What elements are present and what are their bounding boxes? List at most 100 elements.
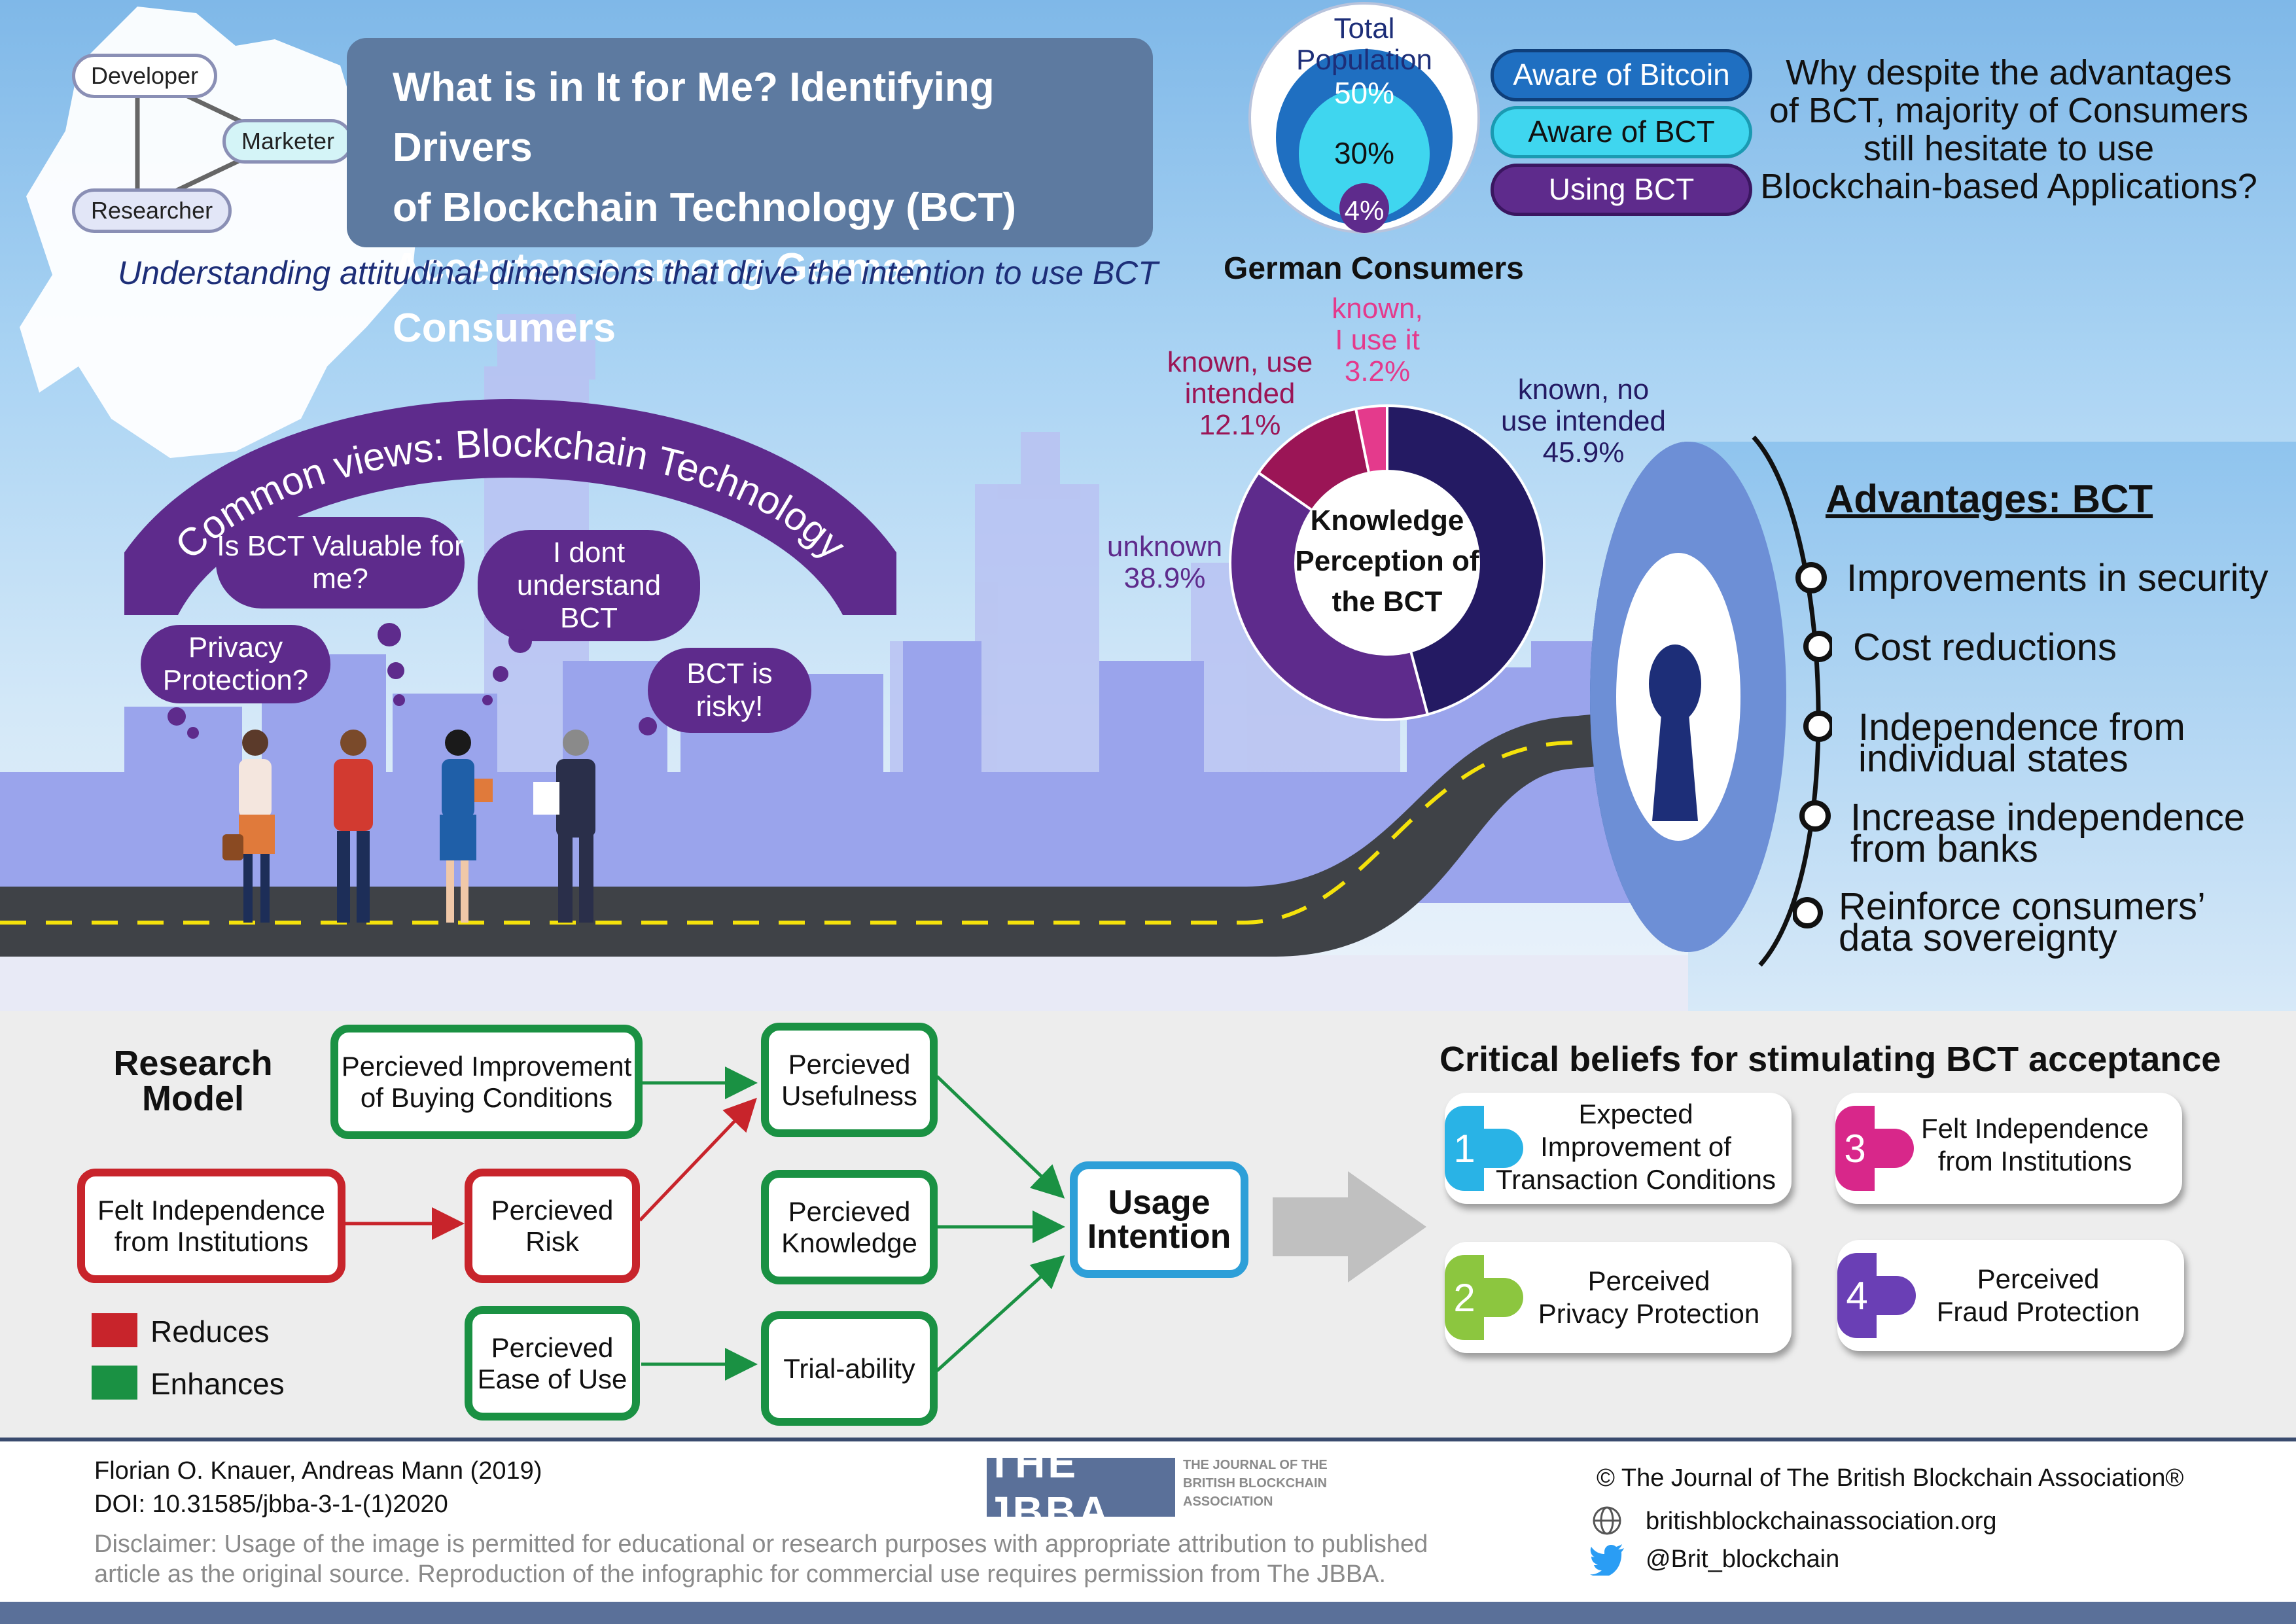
slice-label-line-2: intended xyxy=(1184,378,1296,410)
aware-bct-pill: Aware of BCT xyxy=(1491,106,1752,158)
footer-copyright: © The Journal of The British Blockchain … xyxy=(1597,1464,2184,1492)
title-line-2: of Blockchain Technology (BCT) xyxy=(393,185,1016,230)
slice-label-line-2: I use it xyxy=(1335,324,1420,356)
hero-illustration: Developer Marketer Researcher What is in… xyxy=(0,0,2296,1011)
footer-twitter-link[interactable]: @Brit_blockchain xyxy=(1646,1545,1840,1573)
slice-label-unknown: unknown 38.9% xyxy=(1086,531,1243,594)
legend-reduces-swatch xyxy=(92,1313,137,1347)
using-bct-pill: Using BCT xyxy=(1491,164,1752,216)
belief-number-3: 3 xyxy=(1835,1106,1875,1191)
belief-number-1: 1 xyxy=(1445,1106,1484,1191)
title-line-1: What is in It for Me? Identifying Driver… xyxy=(393,65,995,170)
belief-tab-3 xyxy=(1875,1129,1914,1168)
belief-tab-4 xyxy=(1877,1276,1916,1315)
slice-value: 12.1% xyxy=(1199,409,1281,441)
german-consumers-label: German Consumers xyxy=(1224,251,1524,286)
main-title: What is in It for Me? Identifying Driver… xyxy=(393,58,1139,359)
people-illustration xyxy=(222,730,595,923)
question-line-3: still hesitate to use xyxy=(1863,129,2155,168)
timeline-dot xyxy=(1803,711,1832,742)
knowledge-donut-chart xyxy=(1229,404,1545,721)
role-marketer: Marketer xyxy=(222,119,354,164)
research-model-title-line-2: Model xyxy=(142,1079,244,1118)
belief-text-2: Perceived Privacy Protection xyxy=(1505,1265,1793,1330)
advantage-item: Independence from individual states xyxy=(1858,706,2185,780)
twitter-icon xyxy=(1590,1544,1624,1576)
aware-bitcoin-pill: Aware of Bitcoin xyxy=(1491,49,1752,101)
slice-value: 45.9% xyxy=(1542,436,1625,468)
donut-center-label: Knowledge Perception of the BCT xyxy=(1279,501,1495,622)
node-felt-independence: Felt Independence from Institutions xyxy=(77,1169,345,1283)
slice-label-known-use-it: known, I use it 3.2% xyxy=(1318,293,1436,387)
advantage-item: Cost reductions xyxy=(1853,626,2117,669)
belief-text-1: Expected Improvement of Transaction Cond… xyxy=(1492,1098,1780,1196)
node-usefulness: Percieved Usefulness xyxy=(761,1023,938,1137)
belief-tab-2 xyxy=(1484,1278,1523,1317)
donut-center-line-3: the BCT xyxy=(1332,586,1443,618)
population-circles xyxy=(1248,2,1480,234)
person-woman-2 xyxy=(440,730,493,923)
footer-disclaimer: Disclaimer: Usage of the image is permit… xyxy=(94,1530,1428,1588)
donut-center xyxy=(1296,471,1479,654)
belief-line: Perceived xyxy=(1587,1265,1710,1296)
bottom-band xyxy=(0,1602,2296,1624)
belief-line: Expected xyxy=(1578,1099,1693,1129)
question-line-2: of BCT, majority of Consumers xyxy=(1769,91,2249,130)
slice-label-known-no-use: known, no use intended 45.9% xyxy=(1479,374,1688,468)
slice-label-line-1: unknown xyxy=(1106,531,1223,563)
usage-line-2: Intention xyxy=(1087,1218,1231,1256)
jbba-logo: THE JBBA xyxy=(987,1439,1175,1535)
bubble-tails xyxy=(168,623,657,739)
question-line-1: Why despite the advantages xyxy=(1786,53,2232,92)
slice-label-line-1: known, no xyxy=(1517,374,1650,406)
advantage-timeline-dots xyxy=(1793,562,1832,928)
node-ease-of-use: Percieved Ease of Use xyxy=(465,1306,640,1421)
globe-icon xyxy=(1593,1506,1621,1535)
legend-reduces-label: Reduces xyxy=(150,1315,270,1349)
bubble-risky: BCT is risky! xyxy=(648,648,811,733)
timeline-dot xyxy=(1795,562,1827,593)
bubble-understand: I dont understand BCT xyxy=(478,530,700,641)
role-developer: Developer xyxy=(72,54,218,98)
usage-line-1: Usage xyxy=(1108,1184,1210,1222)
pct-bitcoin: 50% xyxy=(1333,76,1395,110)
population-title-line-1: Total xyxy=(1333,12,1395,44)
belief-line: Fraud Protection xyxy=(1936,1296,2140,1327)
slice-value: 38.9% xyxy=(1123,562,1206,594)
logo-sub-line: THE JOURNAL OF THE xyxy=(1183,1458,1328,1472)
belief-line: Privacy Protection xyxy=(1538,1298,1760,1329)
footer-doi[interactable]: DOI: 10.31585/jbba-3-1-(1)2020 xyxy=(94,1491,448,1518)
advantage-item: Reinforce consumers’ data sovereignty xyxy=(1839,885,2204,959)
subtitle: Understanding attitudinal dimensions tha… xyxy=(118,255,1158,291)
big-arrow-right xyxy=(1273,1171,1426,1282)
bubble-valuable: Is BCT Valuable for me? xyxy=(216,517,465,609)
belief-text-4: Perceived Fraud Protection xyxy=(1894,1263,2182,1328)
logo-sub-line: BRITISH BLOCKCHAIN xyxy=(1183,1476,1327,1491)
logo-sub-line: ASSOCIATION xyxy=(1183,1494,1273,1509)
population-title: Total Population xyxy=(1279,13,1449,76)
node-knowledge: Percieved Knowledge xyxy=(761,1170,938,1284)
slice-label-known-use-intended: known, use intended 12.1% xyxy=(1158,347,1322,441)
person-man-1 xyxy=(334,730,373,923)
advantage-item: Increase independence from banks xyxy=(1850,796,2246,870)
pct-using: 4% xyxy=(1344,195,1385,226)
node-buying-conditions: Percieved Improvement of Buying Conditio… xyxy=(330,1025,643,1139)
donut-center-line-1: Knowledge xyxy=(1310,504,1464,537)
legend-enhances-swatch xyxy=(92,1366,137,1400)
research-model-arrows xyxy=(345,1067,1426,1381)
footer-authors: Florian O. Knauer, Andreas Mann (2019) xyxy=(94,1457,542,1485)
person-woman-1 xyxy=(222,730,275,923)
belief-tab-1 xyxy=(1484,1129,1523,1168)
donut-center-line-2: Perception of xyxy=(1295,545,1479,577)
node-usage-intention: Usage Intention xyxy=(1070,1161,1248,1278)
belief-line: Felt Independence xyxy=(1921,1113,2149,1144)
advantage-item: Improvements in security xyxy=(1846,557,2269,599)
belief-number-2: 2 xyxy=(1445,1255,1484,1340)
footer-separator xyxy=(0,1438,2296,1441)
critical-beliefs-title: Critical beliefs for stimulating BCT acc… xyxy=(1439,1040,2221,1079)
city-skyline xyxy=(0,314,2296,1011)
slice-label-line-1: known, use xyxy=(1167,346,1313,378)
footer-website-link[interactable]: britishblockchainassociation.org xyxy=(1646,1508,1997,1535)
person-man-2 xyxy=(533,730,595,923)
belief-line: Perceived xyxy=(1977,1263,2100,1294)
